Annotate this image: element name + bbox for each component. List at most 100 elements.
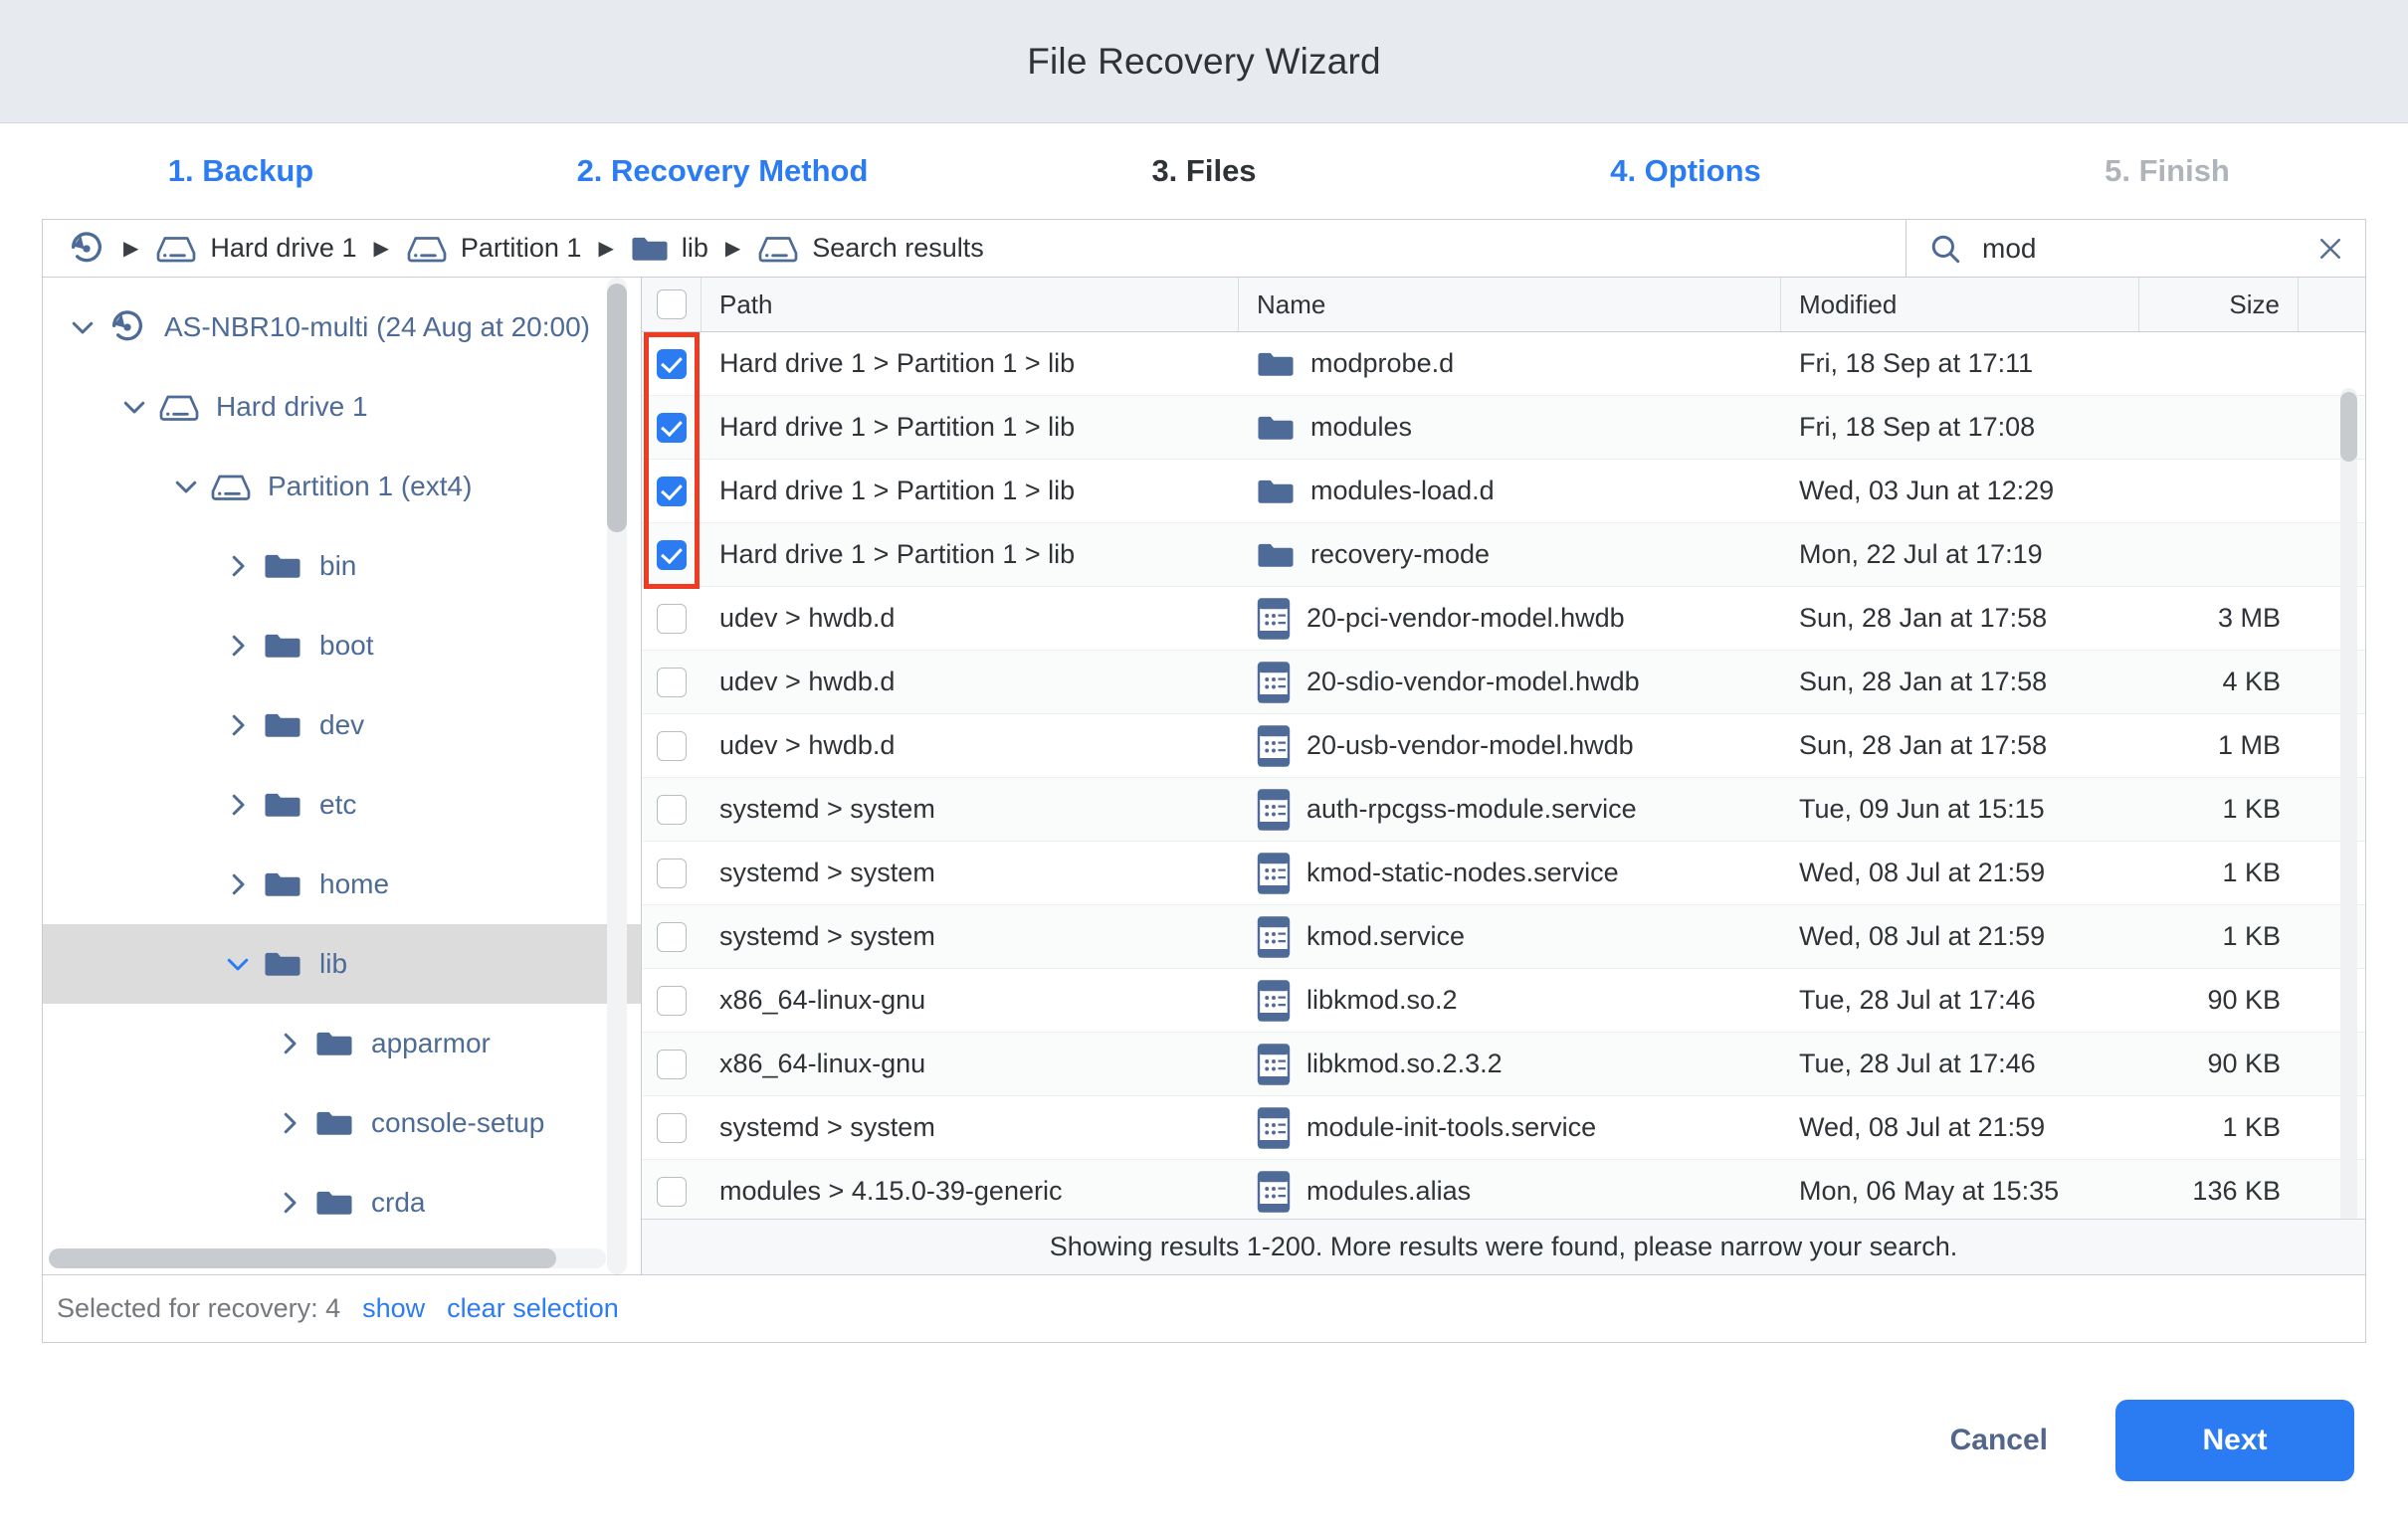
column-header-size[interactable]: Size: [2139, 278, 2299, 331]
chevron-right-icon[interactable]: [268, 1108, 311, 1138]
row-checkbox[interactable]: [657, 412, 687, 443]
chevron-right-icon[interactable]: [216, 869, 260, 899]
row-checkbox[interactable]: [657, 348, 687, 379]
tree-item-apparmor[interactable]: apparmor: [43, 1004, 641, 1083]
show-selection-link[interactable]: show: [362, 1293, 426, 1323]
breadcrumb-item-lib[interactable]: lib: [627, 231, 712, 266]
clear-selection-link[interactable]: clear selection: [447, 1293, 619, 1323]
row-select-cell[interactable]: [642, 1096, 702, 1159]
tree-item-label: Hard drive 1: [216, 391, 368, 422]
results-vertical-scrollbar-thumb[interactable]: [2340, 392, 2357, 462]
row-select-cell[interactable]: [642, 714, 702, 777]
row-checkbox[interactable]: [657, 1049, 687, 1079]
row-select-cell[interactable]: [642, 842, 702, 904]
row-checkbox[interactable]: [657, 730, 687, 761]
row-checkbox[interactable]: [657, 667, 687, 697]
search-input[interactable]: mod: [1982, 232, 2037, 264]
row-select-cell[interactable]: [642, 460, 702, 522]
row-checkbox[interactable]: [657, 476, 687, 506]
row-checkbox[interactable]: [657, 858, 687, 888]
tree-horizontal-scrollbar[interactable]: [49, 1248, 606, 1268]
row-checkbox[interactable]: [657, 1112, 687, 1143]
tree-item-etc[interactable]: etc: [43, 765, 641, 845]
chevron-right-icon[interactable]: [268, 1188, 311, 1218]
row-checkbox[interactable]: [657, 603, 687, 634]
tree-item-hard-drive-1[interactable]: Hard drive 1: [43, 367, 641, 447]
tree-item-as-nbr10-multi-24-aug-at-20-00[interactable]: AS-NBR10-multi (24 Aug at 20:00): [43, 287, 641, 367]
row-select-cell[interactable]: [642, 778, 702, 841]
chevron-right-icon[interactable]: [216, 551, 260, 581]
tree-vertical-scrollbar-thumb[interactable]: [607, 284, 627, 532]
row-select-cell[interactable]: [642, 1160, 702, 1219]
cell-size: 90 KB: [2207, 985, 2281, 1015]
row-select-cell[interactable]: [642, 587, 702, 650]
step-files[interactable]: 3. Files: [1151, 153, 1257, 188]
search-box[interactable]: mod: [1906, 220, 2365, 277]
column-header-path[interactable]: Path: [702, 278, 1239, 331]
folder-icon: [1257, 540, 1295, 570]
chevron-right-icon[interactable]: [216, 631, 260, 661]
step-recovery-method[interactable]: 2. Recovery Method: [576, 153, 869, 188]
chevron-right-icon[interactable]: [268, 1029, 311, 1058]
row-checkbox[interactable]: [657, 794, 687, 825]
row-select-cell[interactable]: [642, 651, 702, 713]
cancel-button[interactable]: Cancel: [1932, 1414, 2066, 1467]
cell-size: 1 KB: [2222, 858, 2281, 887]
column-header-modified[interactable]: Modified: [1781, 278, 2139, 331]
tree-vertical-scrollbar[interactable]: [607, 278, 627, 1274]
breadcrumb-item-hard-drive-1[interactable]: Hard drive 1: [151, 231, 360, 266]
select-all-cell[interactable]: [642, 278, 702, 331]
row-select-cell[interactable]: [642, 1033, 702, 1095]
cell-size: 90 KB: [2207, 1049, 2281, 1078]
column-header-name[interactable]: Name: [1239, 278, 1781, 331]
chevron-right-icon[interactable]: [216, 790, 260, 820]
chevron-down-icon[interactable]: [216, 949, 260, 979]
chevron-down-icon[interactable]: [61, 312, 104, 342]
tree-item-crda[interactable]: crda: [43, 1163, 641, 1243]
step-options[interactable]: 4. Options: [1610, 153, 1761, 188]
tree-item-bin[interactable]: bin: [43, 526, 641, 606]
tree-item-boot[interactable]: boot: [43, 606, 641, 685]
breadcrumb-item-backup[interactable]: [63, 227, 110, 271]
results-vertical-scrollbar[interactable]: [2340, 388, 2357, 1219]
tree-horizontal-scrollbar-thumb[interactable]: [49, 1248, 556, 1268]
row-checkbox[interactable]: [657, 985, 687, 1016]
tree-item-home[interactable]: home: [43, 845, 641, 924]
chevron-down-icon[interactable]: [112, 392, 156, 422]
close-icon[interactable]: [2315, 234, 2345, 264]
row-checkbox[interactable]: [657, 539, 687, 570]
next-button[interactable]: Next: [2115, 1400, 2354, 1481]
row-checkbox[interactable]: [657, 1176, 687, 1207]
row-select-cell[interactable]: [642, 523, 702, 586]
step-backup[interactable]: 1. Backup: [167, 153, 314, 188]
breadcrumb-item-partition-1[interactable]: Partition 1: [402, 231, 586, 266]
row-checkbox[interactable]: [657, 921, 687, 952]
cell-name: recovery-mode: [1239, 523, 1781, 586]
tree-item-console-setup[interactable]: console-setup: [43, 1083, 641, 1163]
chevron-right-icon[interactable]: [216, 710, 260, 740]
tree-item-lib[interactable]: lib: [43, 924, 641, 1004]
row-select-cell[interactable]: [642, 969, 702, 1032]
row-select-cell[interactable]: [642, 905, 702, 968]
row-select-cell[interactable]: [642, 396, 702, 459]
breadcrumb-item-search-results[interactable]: Search results: [753, 231, 988, 266]
tree-item-partition-1-ext4[interactable]: Partition 1 (ext4): [43, 447, 641, 526]
row-select-cell[interactable]: [642, 332, 702, 395]
chevron-down-icon[interactable]: [164, 472, 208, 501]
tree-item-dev[interactable]: dev: [43, 685, 641, 765]
select-all-checkbox[interactable]: [656, 289, 687, 319]
